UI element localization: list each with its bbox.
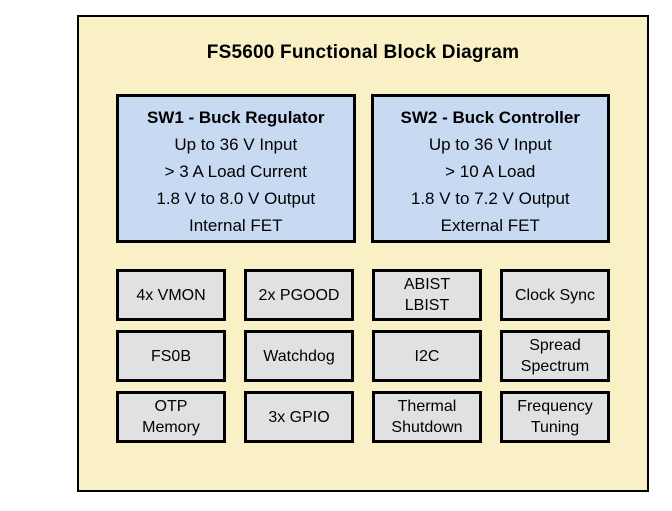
- sw1-heading: SW1 - Buck Regulator: [146, 108, 325, 127]
- block-pgood: 2x PGOOD: [244, 269, 354, 321]
- block-fs0b: FS0B: [116, 330, 226, 382]
- sw1-output-spec: 1.8 V to 8.0 V Output: [156, 189, 316, 208]
- block-watchdog: Watchdog: [244, 330, 354, 382]
- diagram-title: FS5600 Functional Block Diagram: [206, 42, 520, 63]
- block-abist-lbist: ABIST LBIST: [372, 269, 482, 321]
- sw2-heading: SW2 - Buck Controller: [400, 108, 580, 127]
- block-thermal-shutdown: Thermal Shutdown: [372, 391, 482, 443]
- sw2-input-spec: Up to 36 V Input: [428, 135, 552, 154]
- feature-grid: 4x VMON 2x PGOOD ABIST LBIST Clock Sync …: [116, 269, 610, 443]
- sw2-buck-controller-block: SW2 - Buck Controller Up to 36 V Input >…: [370, 94, 610, 243]
- switcher-row: SW1 - Buck Regulator Up to 36 V Input > …: [116, 94, 610, 243]
- sw2-load-spec: > 10 A Load: [445, 162, 536, 181]
- block-frequency-tuning: Frequency Tuning: [500, 391, 610, 443]
- sw1-buck-regulator-block: SW1 - Buck Regulator Up to 36 V Input > …: [116, 94, 356, 243]
- sw1-input-spec: Up to 36 V Input: [174, 135, 298, 154]
- diagram-canvas: FS5600 Functional Block Diagram SW1 - Bu…: [77, 15, 649, 492]
- block-spread-spectrum: Spread Spectrum: [500, 330, 610, 382]
- block-i2c: I2C: [372, 330, 482, 382]
- block-otp-memory: OTP Memory: [116, 391, 226, 443]
- sw2-fet-spec: External FET: [440, 216, 540, 235]
- block-clock-sync: Clock Sync: [500, 269, 610, 321]
- block-gpio: 3x GPIO: [244, 391, 354, 443]
- sw1-fet-spec: Internal FET: [188, 216, 283, 235]
- sw2-output-spec: 1.8 V to 7.2 V Output: [410, 189, 570, 208]
- sw1-load-spec: > 3 A Load Current: [164, 162, 307, 181]
- block-vmon: 4x VMON: [116, 269, 226, 321]
